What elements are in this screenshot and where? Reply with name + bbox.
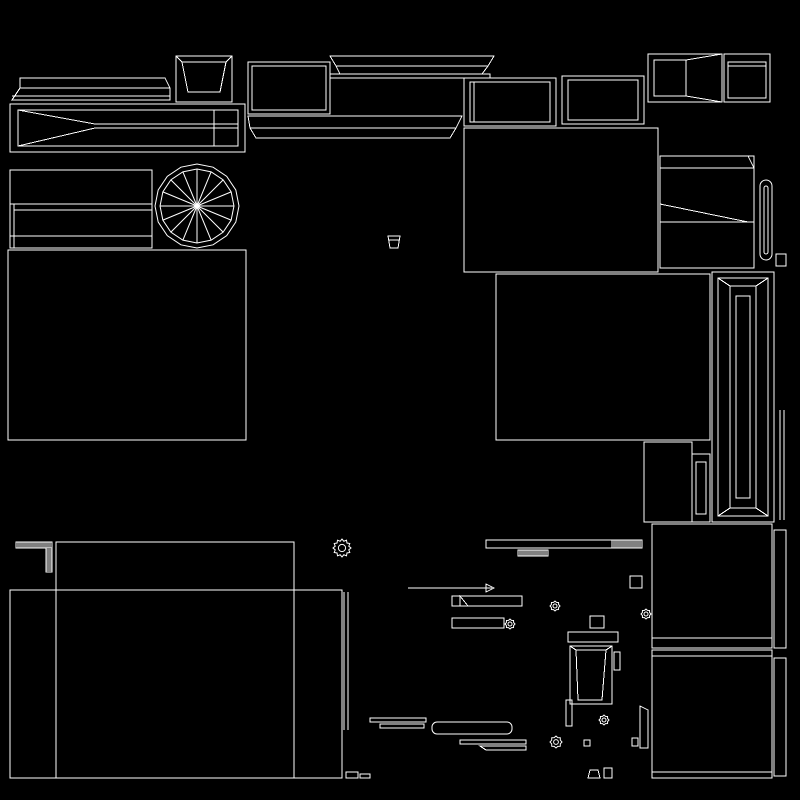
left-stacked-pieces-group [9, 169, 153, 249]
right-lower-panels-group [651, 523, 787, 779]
left-large-panel [7, 249, 247, 441]
radial-disc-group [154, 163, 240, 249]
small-gear-top [332, 538, 352, 558]
bottom-center-small-parts-group [565, 575, 649, 779]
small-center-cup [387, 235, 401, 249]
bottom-left-panels-group [9, 541, 371, 779]
ribbed-strip-mid [517, 549, 549, 557]
top-center-boxes-group [247, 55, 495, 139]
right-upper-panels-group [463, 127, 787, 441]
right-mid-small-box [643, 441, 711, 523]
ribbed-strip-left [15, 541, 53, 573]
ribbed-strip-right [611, 539, 643, 549]
small-gears-bottom-group [504, 600, 652, 749]
top-right-boxes-group [463, 53, 771, 127]
top-left-strip-group [9, 55, 246, 153]
right-vertical-frame [711, 271, 785, 523]
bottom-middle-strips-group [369, 539, 643, 751]
